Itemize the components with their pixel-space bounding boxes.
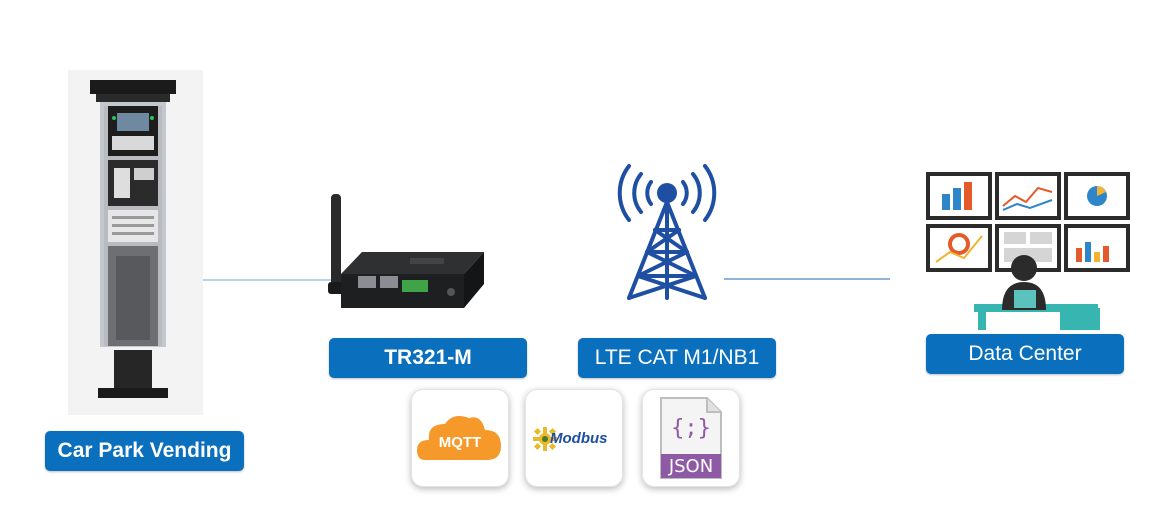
modbus-label: Modbus xyxy=(550,430,608,447)
mqtt-cloud-icon: MQTT xyxy=(415,408,505,468)
json-file-icon: {;} JSON xyxy=(657,396,725,480)
router-image xyxy=(326,192,498,312)
data-center-image xyxy=(920,170,1136,332)
protocol-card-json: {;} JSON xyxy=(642,389,740,487)
label-data-center: Data Center xyxy=(926,334,1124,374)
vending-machine-image xyxy=(68,70,203,415)
mqtt-label: MQTT xyxy=(438,434,482,451)
link-vending-router xyxy=(202,279,382,281)
lte-tower-icon xyxy=(605,160,729,302)
label-lte-cat-m1-nb1: LTE CAT M1/NB1 xyxy=(578,338,776,378)
label-tr321-m: TR321-M xyxy=(329,338,527,378)
protocol-card-mqtt: MQTT xyxy=(411,389,509,487)
json-label: JSON xyxy=(668,456,714,477)
link-network-datacenter xyxy=(724,278,890,280)
protocol-card-modbus: Modbus xyxy=(525,389,623,487)
modbus-logo-icon: Modbus xyxy=(532,426,620,454)
json-brace-glyph: {;} xyxy=(671,416,711,441)
label-car-park-vending: Car Park Vending xyxy=(45,431,244,471)
